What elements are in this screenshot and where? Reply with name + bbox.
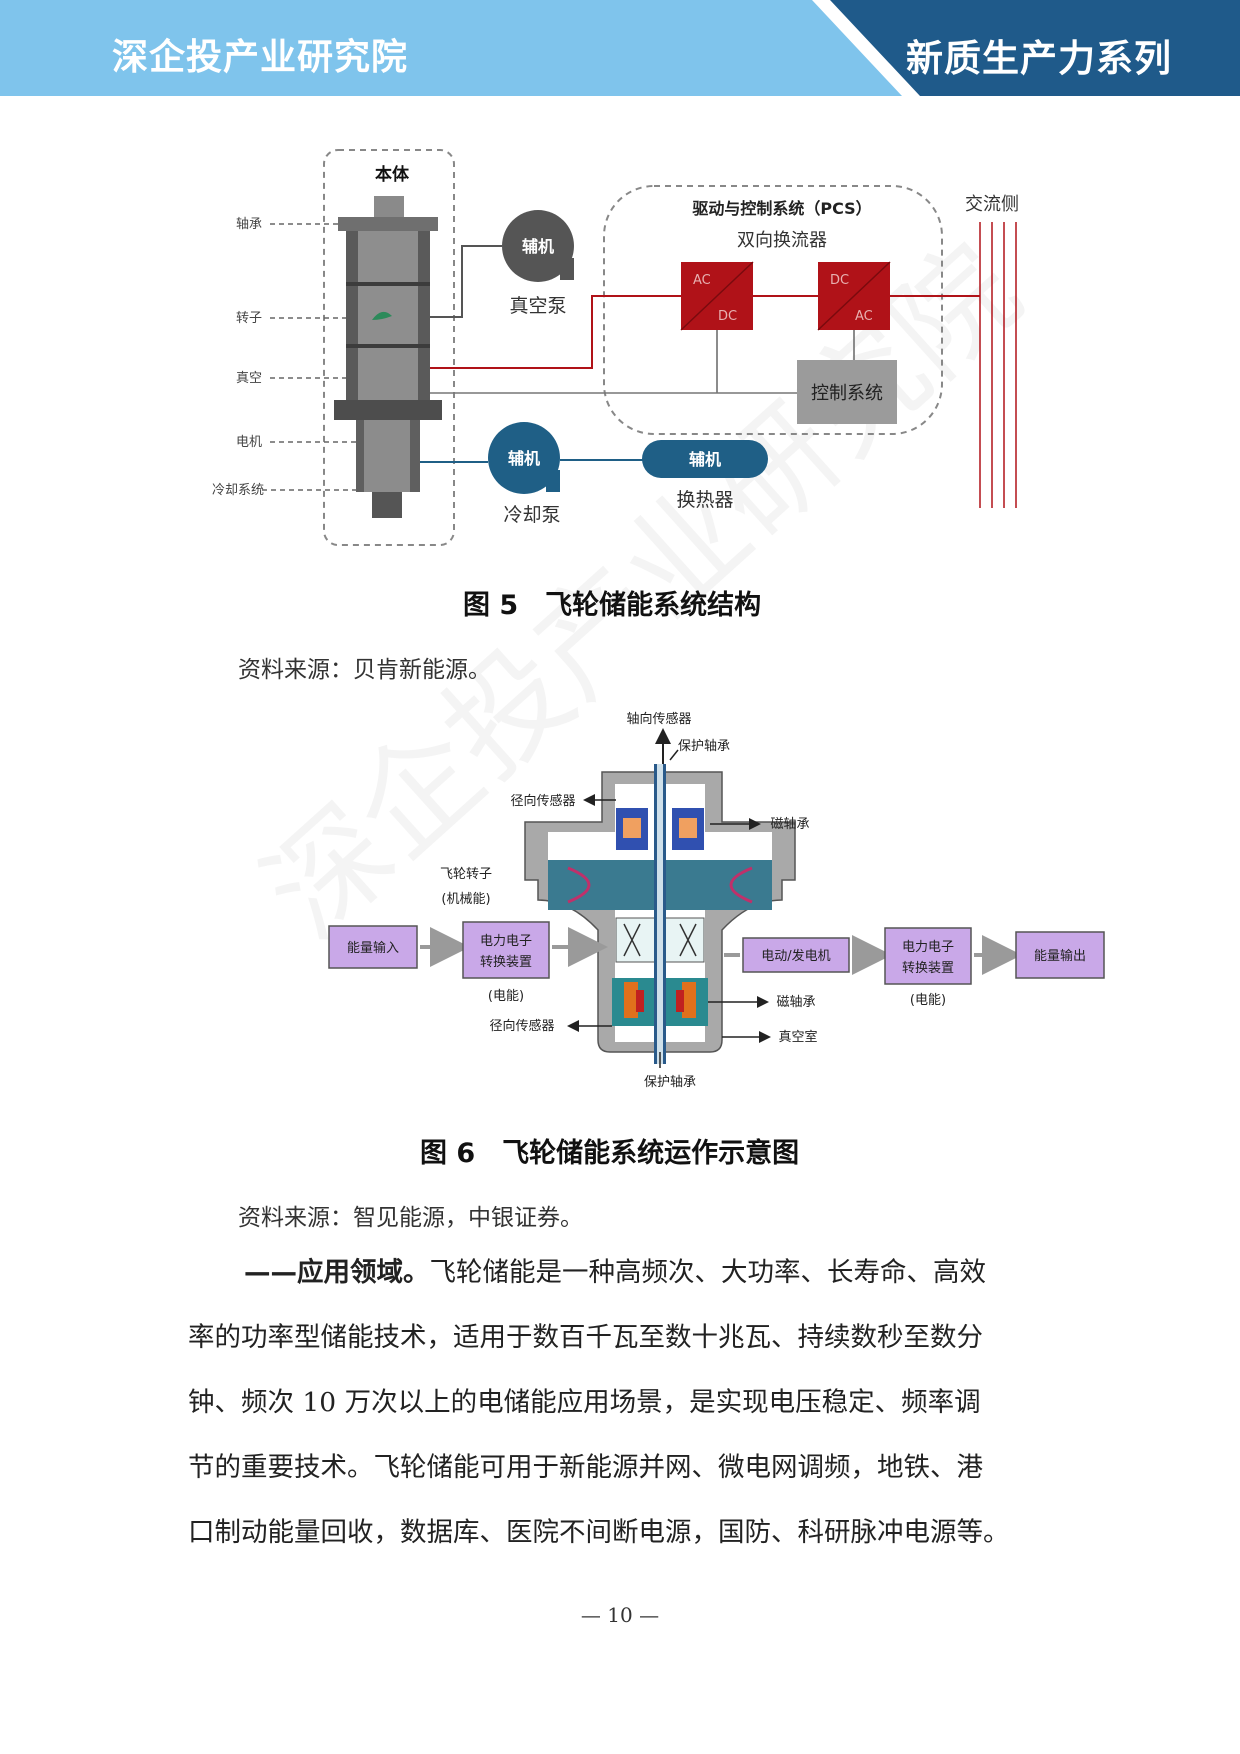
figure5-diagram: 本体 轴承 转子 真空 电机 冷却系统 辅机 真空泵 驱动与控制系统（PCS） …: [212, 149, 1019, 546]
axial-sensor-label: 轴向传感器: [626, 711, 691, 727]
energy-output-box: [1015, 931, 1105, 979]
heat-exchanger-icon: [642, 440, 768, 478]
figure6-caption: 图 6 飞轮储能系统运作示意图: [420, 1138, 800, 1169]
figure5-source: 资料来源：贝肯新能源。: [238, 657, 491, 683]
radial-sensor-bottom-label: 径向传感器: [489, 1018, 554, 1034]
body-dashed-box: [323, 149, 455, 546]
energy-output-label: 能量输出: [1034, 948, 1086, 964]
motor-generator-label: 电动/发电机: [761, 948, 830, 964]
svg-text:DC: DC: [718, 309, 737, 324]
heat-exchanger-label: 换热器: [676, 489, 733, 511]
heat-exchanger-badge: 辅机: [689, 450, 721, 469]
label-cooling: 冷却系统: [212, 483, 264, 498]
motor-generator-box: [742, 937, 850, 973]
svg-text:电力电子: 电力电子: [480, 934, 532, 949]
vacuum-pump-badge: 辅机: [522, 237, 554, 256]
rotor-label: 飞轮转子: [440, 867, 492, 882]
pe-left-sub: (电能): [488, 989, 524, 1004]
label-bearing: 轴承: [236, 217, 262, 232]
component-labels: 轴承 转子 真空 电机 冷却系统: [212, 217, 264, 498]
svg-text:AC: AC: [855, 309, 873, 324]
svg-text:AC: AC: [693, 273, 711, 288]
application-paragraph: ——应用领域。飞轮储能是一种高频次、大功率、长寿命、高效 率的功率型储能技术，适…: [188, 1240, 1058, 1565]
figure5-caption: 图 5 飞轮储能系统结构: [463, 590, 762, 621]
figure6-source: 资料来源：智见能源，中银证券。: [238, 1205, 583, 1231]
vacuum-pump-label: 真空泵: [509, 295, 566, 317]
energy-input-box: [328, 925, 418, 969]
magnetic-bearing-top-label: 磁轴承: [770, 817, 809, 832]
protect-bearing-top-label: 保护轴承: [678, 739, 730, 754]
institute-title: 深企投产业研究院: [112, 37, 409, 78]
energy-input-label: 能量输入: [347, 940, 399, 956]
pe-left-box: [462, 921, 550, 979]
vacuum-chamber-label: 真空室: [778, 1029, 817, 1045]
header-banner: [0, 0, 1240, 96]
label-rotor: 转子: [236, 311, 262, 326]
pe-right-box: [884, 927, 972, 985]
cooling-pump-icon: [488, 422, 560, 494]
svg-text:DC: DC: [830, 273, 849, 288]
svg-text:转换装置: 转换装置: [480, 955, 532, 970]
rotor-sub-label: (机械能): [441, 892, 490, 907]
vacuum-pump-icon: [502, 210, 574, 282]
paragraph-line-1: ——应用领域。飞轮储能是一种高频次、大功率、长寿命、高效: [244, 1257, 986, 1288]
label-motor: 电机: [236, 435, 262, 450]
page-header: 深企投产业研究院 新质生产力系列: [0, 0, 1240, 96]
label-vacuum: 真空: [236, 371, 262, 386]
cooling-pump-badge: 辅机: [508, 449, 540, 468]
paragraph-line-5: 口制动能量回收，数据库、医院不间断电源，国防、科研脉冲电源等。: [188, 1517, 1010, 1548]
paragraph-line-3: 钟、频次 10 万次以上的电储能应用场景，是实现电压稳定、频率调: [188, 1387, 981, 1418]
cooling-pump-label: 冷却泵: [503, 504, 560, 526]
paragraph-line-2: 率的功率型储能技术，适用于数百千瓦至数十兆瓦、持续数秒至数分: [188, 1322, 983, 1353]
paragraph-lead: ——应用领域。: [244, 1257, 430, 1288]
control-system-box: [797, 360, 897, 424]
svg-text:电力电子: 电力电子: [902, 940, 954, 955]
page-number: — 10 —: [580, 1603, 660, 1627]
magnetic-bearing-bottom-label: 磁轴承: [776, 995, 815, 1010]
pcs-title: 驱动与控制系统（PCS）: [692, 199, 871, 218]
paragraph-line-4: 节的重要技术。飞轮储能可用于新能源并网、微电网调频，地铁、港: [188, 1452, 983, 1483]
ac-side-label: 交流侧: [965, 194, 1019, 215]
figure6-diagram: 轴向传感器 保护轴承 径向传感器 磁轴承 飞轮转子 (机械能) 径向传感器 磁轴…: [328, 711, 1105, 1090]
radial-sensor-top-label: 径向传感器: [510, 793, 575, 809]
pcs-dashed-box: [603, 185, 943, 435]
svg-text:转换装置: 转换装置: [902, 961, 954, 976]
protect-bearing-bottom-label: 保护轴承: [644, 1075, 696, 1090]
pe-right-sub: (电能): [910, 993, 946, 1008]
converter-label: 双向换流器: [737, 230, 827, 251]
body-label: 本体: [375, 164, 410, 185]
control-system-label: 控制系统: [811, 383, 883, 404]
series-title: 新质生产力系列: [906, 37, 1172, 80]
